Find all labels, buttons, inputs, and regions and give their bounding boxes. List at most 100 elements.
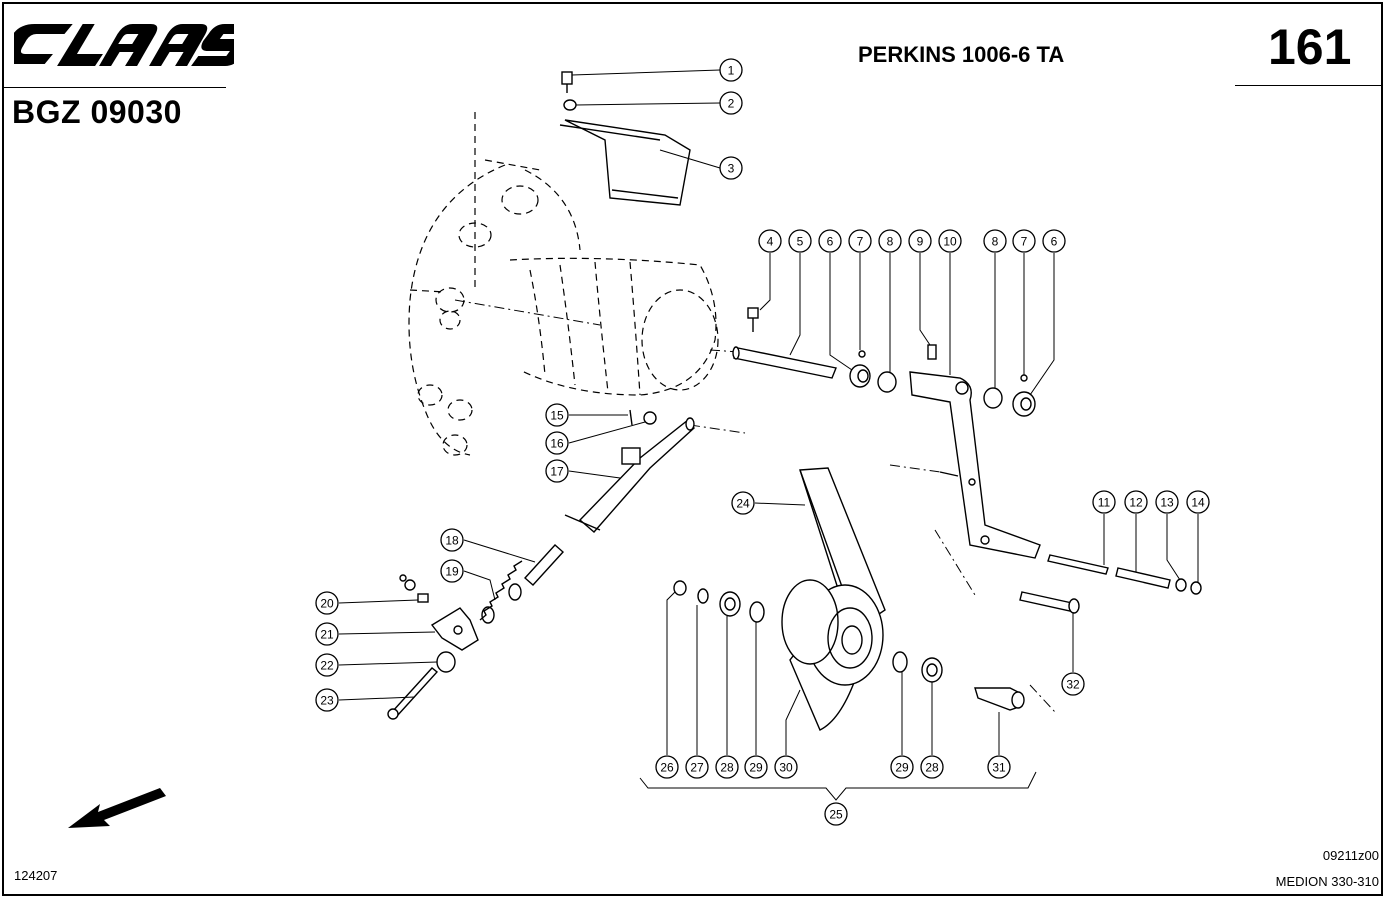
callout-3: 3 bbox=[719, 156, 743, 180]
part-washer-13 bbox=[1175, 578, 1187, 592]
part-screw-4 bbox=[747, 307, 759, 332]
callout-label: 22 bbox=[320, 659, 334, 673]
direction-arrow-icon bbox=[68, 788, 166, 828]
part-bushing-6 bbox=[849, 364, 1036, 417]
part-shaft-5 bbox=[732, 346, 837, 379]
callout-27: 27 bbox=[685, 755, 709, 779]
page-number: 161 bbox=[1268, 19, 1352, 75]
callout-21: 21 bbox=[315, 622, 339, 646]
callout-label: 21 bbox=[320, 628, 334, 642]
callout-circle bbox=[719, 58, 743, 82]
part-shield-3 bbox=[559, 119, 691, 206]
callout-circle bbox=[744, 755, 768, 779]
part-bolt-1 bbox=[561, 71, 573, 93]
callout-label: 6 bbox=[1051, 235, 1058, 249]
callout-2: 2 bbox=[719, 91, 743, 115]
callout-29: 29 bbox=[744, 755, 768, 779]
callout-28: 28 bbox=[715, 755, 739, 779]
callout-label: 4 bbox=[767, 235, 774, 249]
callout-8: 8 bbox=[878, 229, 902, 253]
callout-circle bbox=[315, 591, 339, 615]
callout-label: 2 bbox=[728, 97, 735, 111]
callout-label: 19 bbox=[445, 565, 459, 579]
part-bearing-28 bbox=[719, 591, 943, 683]
callout-24: 24 bbox=[731, 491, 755, 515]
callout-17: 17 bbox=[545, 459, 569, 483]
callout-29: 29 bbox=[890, 755, 914, 779]
part-sleeve-18 bbox=[524, 544, 564, 586]
part-washer-2 bbox=[563, 99, 577, 111]
part-nut-14 bbox=[1190, 581, 1202, 595]
callout-label: 29 bbox=[749, 761, 763, 775]
header-rule-left bbox=[4, 87, 226, 88]
document-code: BGZ 09030 bbox=[12, 94, 182, 130]
callout-31: 31 bbox=[987, 755, 1011, 779]
callout-label: 13 bbox=[1160, 496, 1174, 510]
callout-label: 5 bbox=[797, 235, 804, 249]
engine-model: PERKINS 1006-6 TA bbox=[858, 42, 1065, 67]
part-bolt-20 bbox=[399, 574, 429, 603]
callout-6: 6 bbox=[818, 229, 842, 253]
callout-8: 8 bbox=[983, 229, 1007, 253]
callout-circle bbox=[315, 622, 339, 646]
callout-circle bbox=[719, 156, 743, 180]
callout-label: 27 bbox=[690, 761, 704, 775]
callout-32: 32 bbox=[1061, 672, 1085, 696]
callout-20: 20 bbox=[315, 591, 339, 615]
callout-label: 31 bbox=[992, 761, 1006, 775]
callout-15: 15 bbox=[545, 403, 569, 427]
drawing-code: 09211z00 bbox=[1322, 848, 1379, 863]
callout-30: 30 bbox=[774, 755, 798, 779]
header-rule-right bbox=[1235, 85, 1381, 86]
part-bracket-21 bbox=[430, 607, 479, 651]
part-stub-axle-31 bbox=[974, 687, 1025, 711]
part-circlip-27 bbox=[697, 588, 709, 604]
callout-13: 13 bbox=[1155, 490, 1179, 514]
callout-label: 20 bbox=[320, 597, 334, 611]
leader-lines bbox=[338, 69, 1199, 801]
callout-4: 4 bbox=[758, 229, 782, 253]
part-sleeve-12 bbox=[1115, 567, 1171, 589]
callout-label: 28 bbox=[720, 761, 734, 775]
callout-18: 18 bbox=[440, 528, 464, 552]
machine-model: MEDION 330-310 bbox=[1275, 874, 1379, 889]
callout-7: 7 bbox=[1012, 229, 1036, 253]
callout-label: 15 bbox=[550, 409, 564, 423]
engine-housing-ghost bbox=[408, 112, 1056, 713]
callout-label: 7 bbox=[1021, 235, 1028, 249]
part-washer-16 bbox=[643, 411, 657, 425]
callout-label: 7 bbox=[857, 235, 864, 249]
part-bolt-32 bbox=[1019, 591, 1080, 614]
callout-circle bbox=[715, 755, 739, 779]
callout-circle bbox=[908, 229, 932, 253]
callout-label: 11 bbox=[1098, 496, 1111, 510]
part-idler-pulley-30 bbox=[781, 579, 884, 686]
callout-circle bbox=[938, 229, 962, 253]
callout-circle bbox=[315, 688, 339, 712]
callout-14: 14 bbox=[1186, 490, 1210, 514]
callout-circle bbox=[758, 229, 782, 253]
callout-circle bbox=[774, 755, 798, 779]
callout-circle bbox=[1092, 490, 1116, 514]
callout-circle bbox=[987, 755, 1011, 779]
callout-label: 17 bbox=[550, 465, 564, 479]
callout-circle bbox=[878, 229, 902, 253]
part-tension-arm-10 bbox=[909, 371, 1041, 559]
callout-7: 7 bbox=[848, 229, 872, 253]
callout-circle bbox=[848, 229, 872, 253]
callout-5: 5 bbox=[788, 229, 812, 253]
callout-19: 19 bbox=[440, 559, 464, 583]
callout-26: 26 bbox=[655, 755, 679, 779]
callout-10: 10 bbox=[938, 229, 962, 253]
callout-label: 8 bbox=[887, 235, 894, 249]
callout-label: 29 bbox=[895, 761, 909, 775]
callout-label: 6 bbox=[827, 235, 834, 249]
callout-label: 3 bbox=[728, 162, 735, 176]
part-nut-26 bbox=[673, 580, 687, 596]
callout-28: 28 bbox=[920, 755, 944, 779]
callout-circle bbox=[1012, 229, 1036, 253]
part-nut-22 bbox=[436, 651, 456, 673]
